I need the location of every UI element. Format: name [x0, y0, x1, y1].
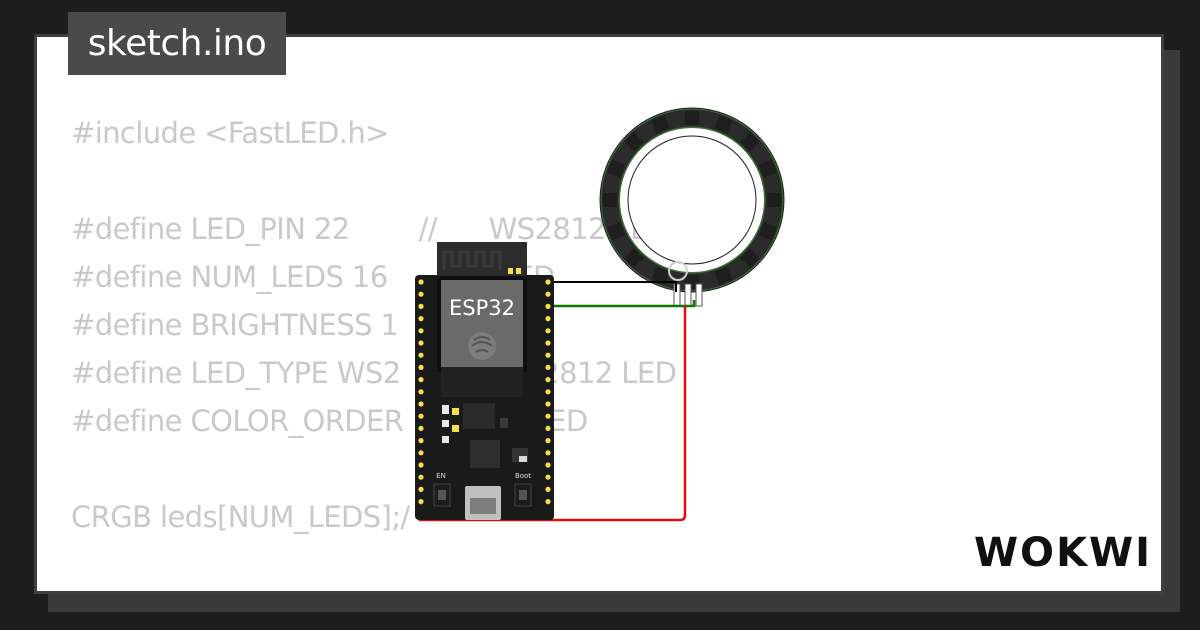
- header-pin[interactable]: [418, 450, 424, 456]
- header-pin[interactable]: [418, 340, 424, 346]
- header-pin[interactable]: [418, 291, 424, 297]
- en-button[interactable]: EN: [433, 472, 451, 507]
- code-editor: #include <FastLED.h>#define LED_PIN 22 /…: [71, 109, 677, 591]
- sketch-preview-card[interactable]: #include <FastLED.h>#define LED_PIN 22 /…: [34, 34, 1164, 594]
- led-pixel: [651, 115, 670, 134]
- header-pin[interactable]: [545, 474, 551, 480]
- header-pin[interactable]: [545, 499, 551, 505]
- header-pin[interactable]: [418, 279, 424, 285]
- header-pin[interactable]: [545, 279, 551, 285]
- led-pixel: [603, 193, 617, 207]
- header-pin[interactable]: [545, 291, 551, 297]
- header-pin[interactable]: [418, 316, 424, 322]
- header-pin[interactable]: [545, 389, 551, 395]
- header-pin[interactable]: [418, 364, 424, 370]
- header-pin[interactable]: [545, 486, 551, 492]
- led-pixel: [714, 266, 733, 285]
- led-pixel: [714, 115, 733, 134]
- header-pin[interactable]: [545, 340, 551, 346]
- led-pixel: [758, 222, 777, 241]
- espressif-icon: [468, 332, 496, 360]
- header-pin[interactable]: [418, 389, 424, 395]
- led-pixel: [767, 193, 781, 207]
- header-pin[interactable]: [418, 499, 424, 505]
- header-pin[interactable]: [418, 425, 424, 431]
- en-button-label: EN: [436, 472, 446, 480]
- header-pin[interactable]: [545, 328, 551, 334]
- wire-gnd: [548, 281, 677, 292]
- header-pin[interactable]: [418, 413, 424, 419]
- header-pin[interactable]: [545, 425, 551, 431]
- header-pin[interactable]: [545, 438, 551, 444]
- header-pin[interactable]: [418, 438, 424, 444]
- pin-header-right: [545, 279, 551, 505]
- code-line-1: #include <FastLED.h>: [71, 116, 389, 150]
- led-pixel: [651, 266, 670, 285]
- header-pin[interactable]: [545, 377, 551, 383]
- header-pin[interactable]: [545, 462, 551, 468]
- led-pixel: [607, 159, 626, 178]
- header-pin[interactable]: [545, 303, 551, 309]
- wire-power: [418, 306, 687, 522]
- header-pin[interactable]: [545, 450, 551, 456]
- header-pin[interactable]: [545, 413, 551, 419]
- header-pin[interactable]: [418, 377, 424, 383]
- header-pin[interactable]: [418, 486, 424, 492]
- header-pin[interactable]: [418, 462, 424, 468]
- file-tab[interactable]: sketch.ino: [68, 12, 286, 75]
- led-ring[interactable]: [599, 107, 785, 307]
- wire-data: [548, 300, 696, 308]
- header-pin[interactable]: [418, 474, 424, 480]
- header-pin[interactable]: [418, 352, 424, 358]
- wokwi-logo: WOKWI: [975, 530, 1151, 576]
- boot-button-label: Boot: [515, 472, 531, 480]
- wokwi-logo-text: WOKWI: [975, 530, 1151, 576]
- header-pin[interactable]: [545, 401, 551, 407]
- code-line-9: CRGB leds[NUM_LEDS];/: [71, 500, 410, 534]
- header-pin[interactable]: [418, 401, 424, 407]
- header-pin[interactable]: [418, 328, 424, 334]
- pin-header-left: [418, 279, 424, 505]
- led-pixel: [758, 159, 777, 178]
- header-pin[interactable]: [418, 303, 424, 309]
- led-pixel: [685, 111, 699, 125]
- esp32-board[interactable]: ESP32 EN Boot: [415, 242, 554, 520]
- boot-button[interactable]: Boot: [514, 472, 532, 507]
- chip-label: ESP32: [449, 296, 515, 320]
- header-pin[interactable]: [545, 316, 551, 322]
- led-pixel: [607, 222, 626, 241]
- header-pin[interactable]: [545, 364, 551, 370]
- header-pin[interactable]: [545, 352, 551, 358]
